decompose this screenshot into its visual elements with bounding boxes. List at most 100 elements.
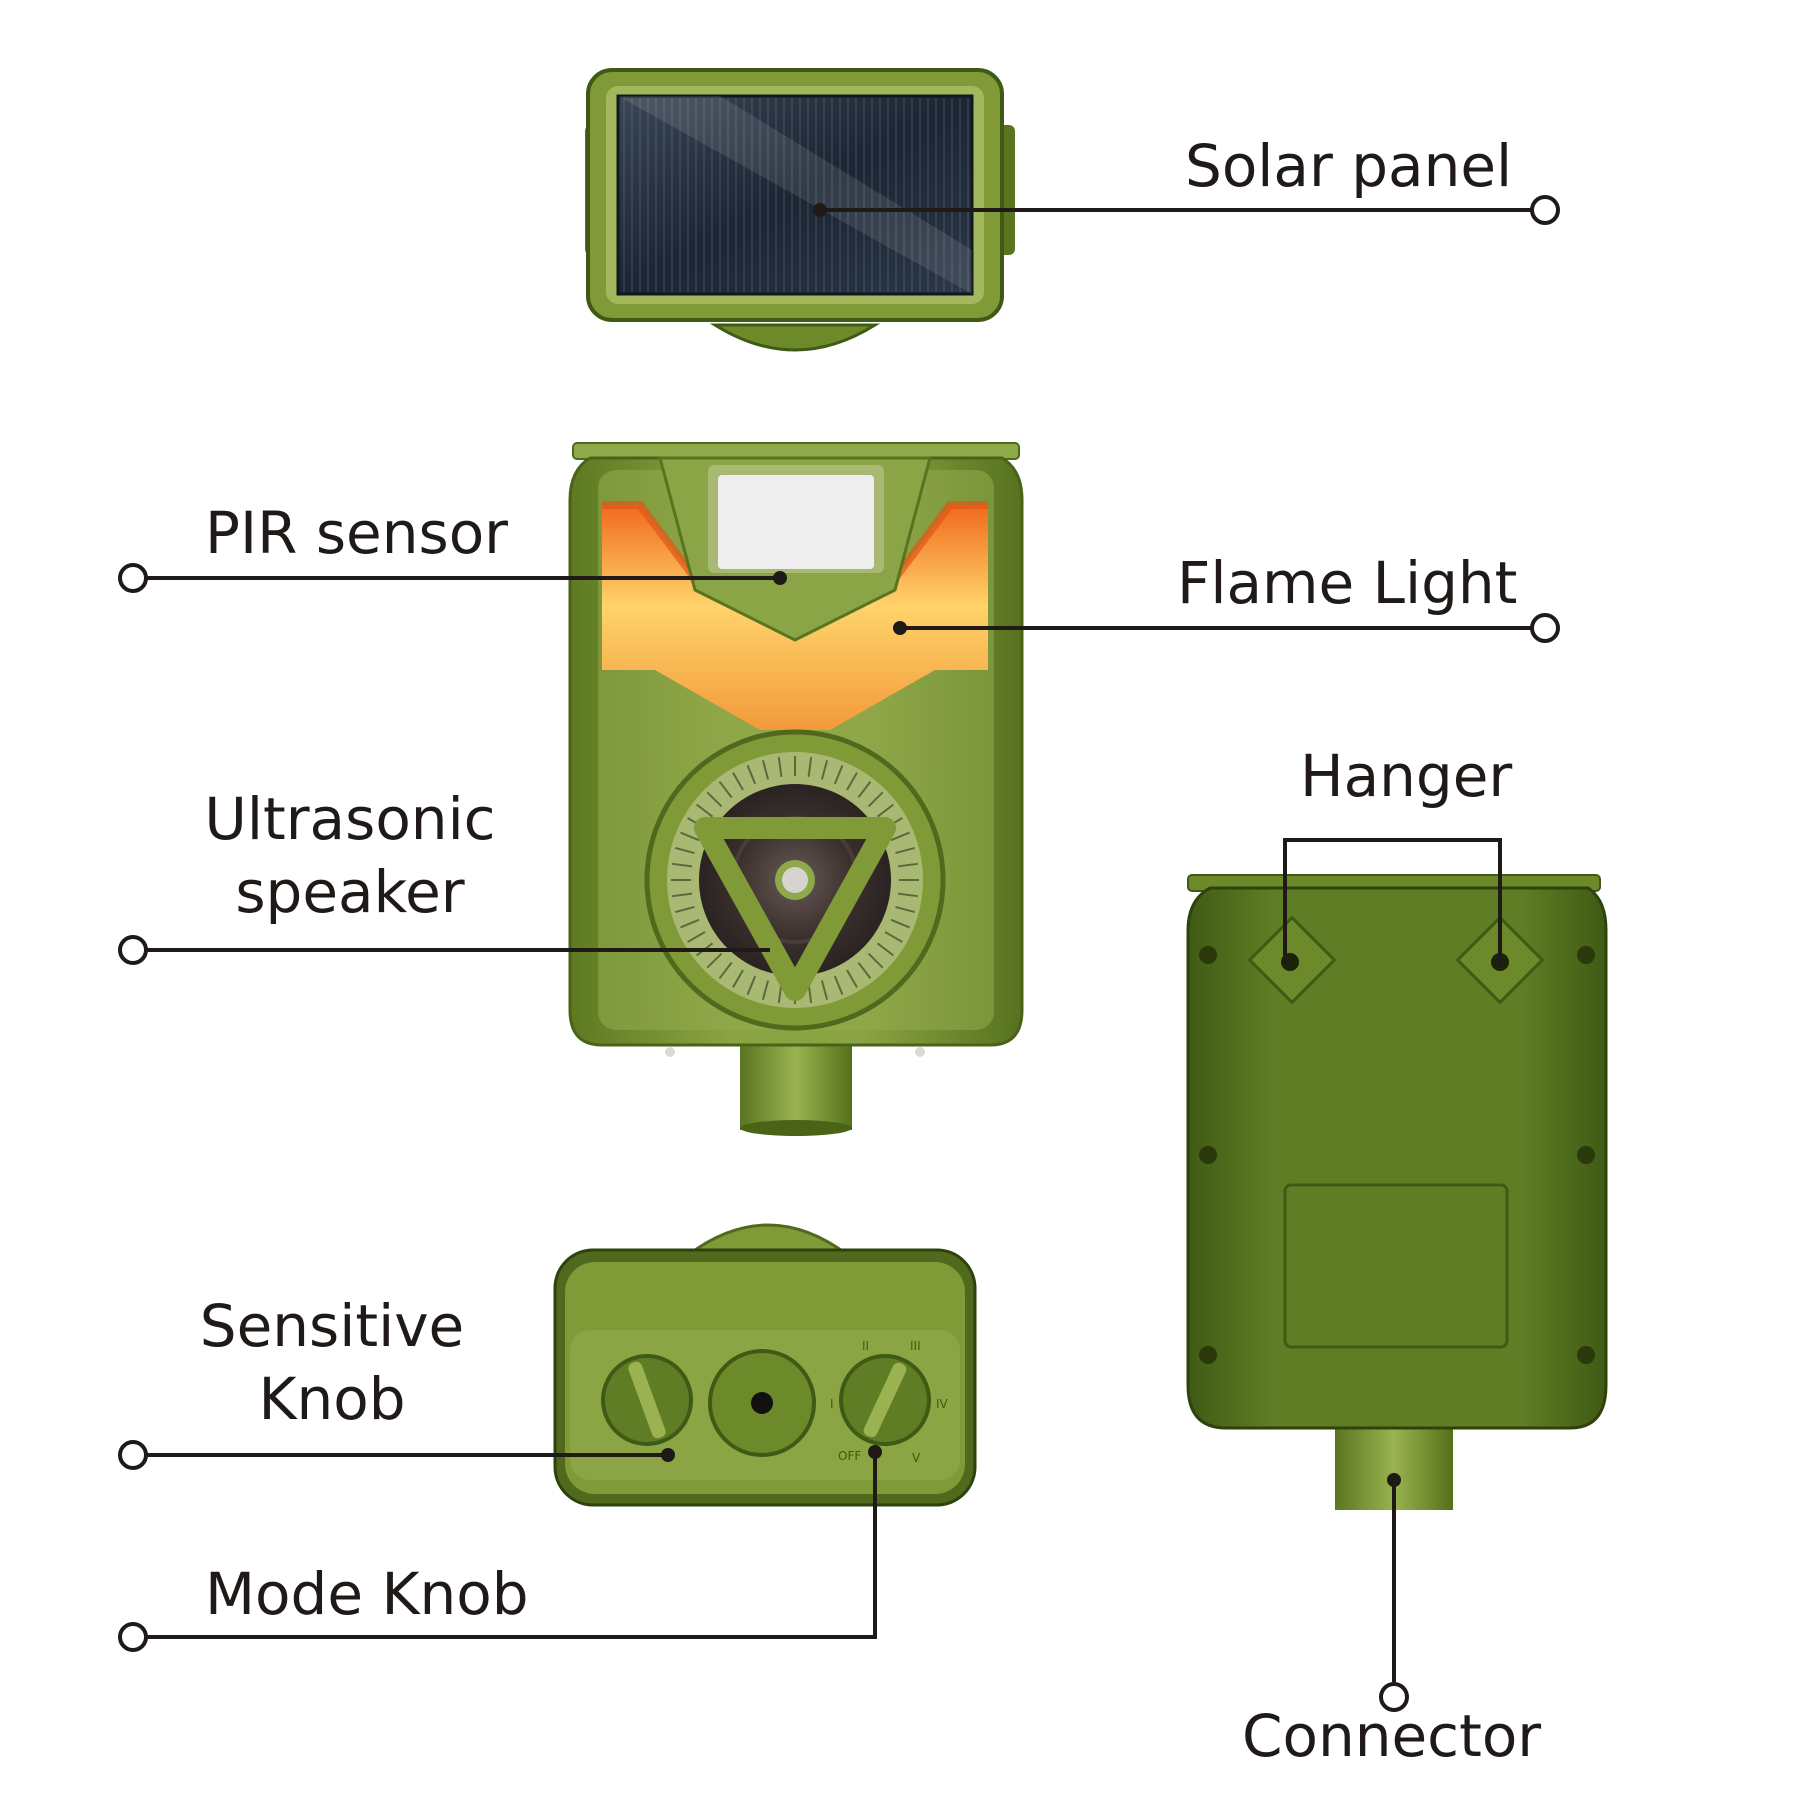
speaker-tick [867,952,884,969]
label-solar-panel: Solar panel [1185,132,1513,200]
end-speaker [118,935,148,965]
back-body [1186,886,1608,1430]
callout-end-circles [118,195,1560,1712]
label-hanger: Hanger [1300,742,1513,810]
speaker-tick [761,759,770,780]
back-screw [1577,1346,1595,1364]
speaker-tick [732,772,744,791]
speaker-tick [857,961,872,979]
back-screw [1577,946,1595,964]
speaker-tick [876,942,894,957]
end-flame [1530,613,1560,643]
mode-mark-off: OFF [838,1449,861,1463]
sensitive-knob-grip [628,1361,666,1439]
solar-glare [618,96,972,294]
label-mode-knob: Mode Knob [205,1560,529,1628]
speaker-tick [846,772,858,791]
speaker-tick [674,905,695,914]
speaker-tick [897,862,919,868]
label-sensitive-line2: Knob [258,1364,406,1433]
speaker-ticks [671,756,919,1004]
solar-cells [616,94,974,296]
front-tube [740,1035,852,1130]
speaker-tick [732,969,744,988]
speaker-tick [807,756,813,778]
speaker-tri-guard [694,817,896,1001]
callout-line-hanger [1283,838,1502,965]
speaker-center-dot [782,867,808,893]
mode-mark-1: I [830,1397,834,1411]
speaker-tick [671,862,693,868]
speaker-tick [746,975,757,995]
power-jack-pin [751,1392,773,1414]
speaker-tick [706,952,723,969]
front-screw-right [915,1047,925,1057]
speaker-tick [876,803,894,818]
solar-cell-stripes [623,98,969,292]
anchor-connector [1387,1473,1401,1487]
front-screw-left [665,1047,675,1057]
back-screw [1199,1146,1217,1164]
speaker-tick [890,918,910,929]
speaker-tick [671,892,693,898]
label-sensitive-line1: Sensitive [199,1292,465,1360]
speaker-tick [680,831,700,842]
flame-light [602,505,988,730]
speaker-tick [833,975,844,995]
label-pir-sensor: PIR sensor [205,499,509,567]
anchor-flame [893,621,907,635]
speaker-tick [895,905,916,914]
speaker-tick [674,846,695,855]
end-pir [118,563,148,593]
speaker-tick [897,892,919,898]
front-tube-end [740,1120,852,1136]
speaker-tick [746,765,757,785]
speaker-tick [680,918,700,929]
label-sensitive-knob: Sensitive Knob [192,1290,472,1435]
mode-mark-2: II [862,1339,869,1353]
back-screw [1577,1146,1595,1164]
speaker-tick [884,931,903,943]
pir-sensor-window [718,475,874,569]
anchor-pir [773,571,787,585]
label-ultrasonic-speaker: Ultrasonic speaker [195,783,505,928]
bottom-mount-tab [683,1223,853,1257]
mode-knob-grip [863,1362,907,1438]
speaker-tick [777,756,783,778]
back-screws [1199,946,1595,1364]
callout-lines [143,208,1532,1682]
end-sensitive [118,1440,148,1470]
label-ultrasonic-line1: Ultrasonic [204,785,496,853]
speaker-tick [761,980,770,1001]
back-device [1186,874,1608,1510]
solar-panel-device [585,68,1015,352]
label-connector: Connector [1242,1702,1542,1770]
callout-anchors [661,203,1401,1487]
speaker-tick [706,791,723,808]
speaker-tick [895,846,916,855]
solar-mount-tab [709,323,881,352]
mode-mark-4: IV [936,1397,949,1411]
speaker-tick [718,781,733,799]
speaker-tick [687,931,706,943]
speaker-tick [867,791,884,808]
back-label-panel [1283,1183,1509,1349]
mode-mark-3: III [910,1339,921,1353]
bottom-device: II III I IV OFF V [553,1223,977,1507]
speaker-tick [820,759,829,780]
anchor-mode [868,1445,882,1459]
mode-mark-5: V [912,1451,921,1465]
speaker-tick [833,765,844,785]
callout-line-mode [143,1452,877,1639]
speaker-tick [846,969,858,988]
end-solar [1530,195,1560,225]
back-screw [1199,1346,1217,1364]
speaker-tick [857,781,872,799]
speaker-tick [696,803,714,818]
back-screw [1199,946,1217,964]
end-mode [118,1622,148,1652]
label-flame-light: Flame Light [1177,549,1518,617]
anchor-solar [813,203,827,217]
anchor-sensitive [661,1448,675,1462]
